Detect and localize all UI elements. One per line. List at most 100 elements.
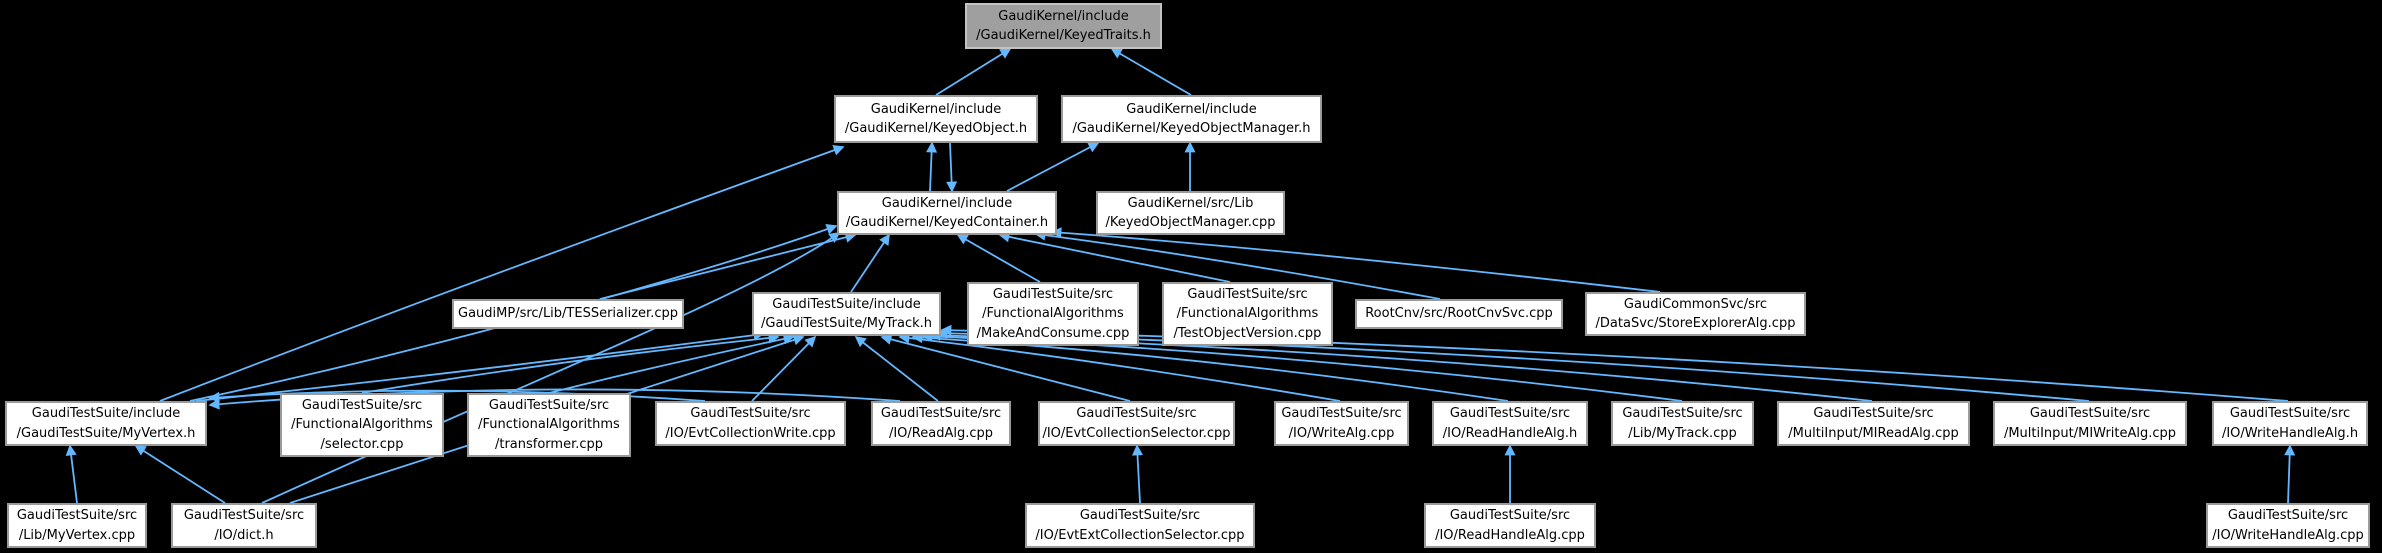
graph-node-myvertex-cpp[interactable]: GaudiTestSuite/src/Lib/MyVertex.cpp: [7, 503, 147, 548]
graph-node-label-line: GaudiMP/src/Lib/TESSerializer.cpp: [458, 306, 678, 322]
graph-node-label-line: /GaudiTestSuite/MyVertex.h: [16, 425, 196, 441]
graph-node-evtcollectionselector-cpp[interactable]: GaudiTestSuite/src/IO/EvtCollectionSelec…: [1038, 401, 1235, 446]
include-edge-testobjectversion_cpp-to-keyedcontainer_h: [998, 231, 1231, 283]
graph-node-label-line: GaudiTestSuite/src: [1281, 406, 1402, 422]
graph-node-label-line: /GaudiKernel/KeyedObjectManager.h: [1072, 121, 1311, 136]
graph-node-label-line: /IO/EvtCollectionSelector.cpp: [1042, 425, 1231, 441]
include-edge-keyedobjectmanager_h-to-keyedtraits_h: [1110, 48, 1192, 96]
graph-node-label-line: GaudiKernel/src/Lib: [1127, 195, 1254, 211]
graph-node-writehandlealg-cpp[interactable]: GaudiTestSuite/src/IO/WriteHandleAlg.cpp: [2206, 503, 2370, 548]
graph-node-label-line: GaudiTestSuite/include: [31, 406, 181, 422]
include-edge-myvertex_h-to-keyedobject_h: [159, 145, 845, 402]
graph-node-label-line: /selector.cpp: [320, 436, 404, 452]
graph-node-mireadalg-cpp[interactable]: GaudiTestSuite/src/MultiInput/MIReadAlg.…: [1777, 401, 1970, 446]
graph-node-label-line: /transformer.cpp: [494, 436, 604, 452]
graph-node-tesserializer-cpp[interactable]: GaudiMP/src/Lib/TESSerializer.cpp: [452, 299, 684, 329]
include-edge-keyedcontainer_h-to-keyedobjectmanager_h: [1006, 142, 1100, 192]
graph-node-transformer-cpp[interactable]: GaudiTestSuite/src/FunctionalAlgorithms /…: [467, 393, 631, 457]
include-edge-evtcollectionwrite_cpp-to-mytrack_h: [751, 335, 817, 402]
include-edge-mytrack_h-to-keyedcontainer_h: [850, 233, 890, 293]
graph-node-label-line: GaudiTestSuite/src: [2029, 406, 2151, 422]
graph-node-label-line: GaudiTestSuite/src: [16, 508, 138, 524]
graph-node-label-line: /TestObjectVersion.cpp: [1173, 325, 1322, 341]
graph-node-label-line: /MultiInput/MIWriteAlg.cpp: [2003, 425, 2177, 441]
include-edge-evtcollectionselector_cpp-to-mytrack_h: [880, 334, 1131, 402]
graph-node-label-line: /IO/ReadHandleAlg.cpp: [1435, 527, 1585, 543]
include-edge-readalg_cpp-to-mytrack_h: [854, 335, 939, 402]
graph-node-label-line: /MakeAndConsume.cpp: [976, 325, 1130, 341]
graph-node-rootcnvsvc-cpp[interactable]: RootCnv/src/RootCnvSvc.cpp: [1355, 299, 1563, 329]
graph-node-label-line: /IO/ReadHandleAlg.h: [1442, 425, 1578, 441]
include-edge-writehandlealg_h-to-mytrack_h: [940, 324, 2289, 402]
graph-node-label-line: /KeyedObjectManager.cpp: [1105, 215, 1276, 230]
graph-node-label-line: GaudiTestSuite/src: [1449, 508, 1571, 524]
graph-node-label-line: /MultiInput/MIReadAlg.cpp: [1788, 425, 1959, 441]
graph-node-label-line: /IO/WriteHandleAlg.cpp: [2212, 527, 2364, 543]
graph-node-label-line: GaudiTestSuite/src: [880, 406, 1002, 422]
include-edge-writehandlealg_cpp-to-writehandlealg_h: [2284, 444, 2296, 504]
graph-node-label-line: RootCnv/src/RootCnvSvc.cpp: [1365, 306, 1553, 322]
graph-node-testobjectversion-cpp[interactable]: GaudiTestSuite/src/FunctionalAlgorithms /…: [1162, 282, 1333, 346]
graph-node-label-line: /GaudiKernel/KeyedObject.h: [844, 121, 1028, 136]
graph-node-label-line: GaudiTestSuite/src: [2229, 406, 2351, 422]
graph-node-label-line: /IO/WriteAlg.cpp: [1288, 425, 1395, 441]
graph-node-keyedobject-h[interactable]: GaudiKernel/include/GaudiKernel/KeyedObj…: [834, 95, 1038, 143]
graph-node-makeandconsume-cpp[interactable]: GaudiTestSuite/src/FunctionalAlgorithms /…: [967, 282, 1139, 346]
graph-node-evtextcollectionselector-cpp[interactable]: GaudiTestSuite/src/IO/EvtExtCollectionSe…: [1025, 503, 1255, 548]
graph-node-label-line: GaudiTestSuite/include: [772, 296, 921, 312]
include-edge-tesserializer_cpp-to-keyedcontainer_h: [599, 231, 857, 300]
graph-node-label-line: /DataSvc/StoreExplorerAlg.cpp: [1595, 316, 1796, 331]
include-edge-selector_cpp-to-mytrack_h: [361, 332, 780, 394]
include-edge-dict_h-to-keyedcontainer_h: [261, 232, 841, 504]
graph-node-label-line: GaudiKernel/include: [870, 101, 1002, 117]
graph-node-label-line: GaudiKernel/include: [881, 195, 1013, 211]
graph-node-selector-cpp[interactable]: GaudiTestSuite/src/FunctionalAlgorithms/…: [280, 393, 444, 457]
graph-node-label-line: GaudiTestSuite/src: [488, 398, 610, 414]
graph-node-label-line: /FunctionalAlgorithms: [478, 417, 620, 433]
graph-node-readhandlealg-cpp[interactable]: GaudiTestSuite/src/IO/ReadHandleAlg.cpp: [1424, 503, 1596, 548]
graph-node-label-line: GaudiTestSuite/src: [1622, 406, 1743, 422]
graph-node-dict-h[interactable]: GaudiTestSuite/src/IO/dict.h: [171, 503, 317, 548]
graph-node-label-line: /IO/ReadAlg.cpp: [888, 425, 994, 441]
graph-node-label-line: /IO/EvtCollectionWrite.cpp: [665, 425, 836, 441]
graph-node-label-line: GaudiTestSuite/src: [183, 508, 305, 524]
graph-node-evtcollectionwrite-cpp[interactable]: GaudiTestSuite/src/IO/EvtCollectionWrite…: [655, 401, 846, 446]
graph-node-miwritealg-cpp[interactable]: GaudiTestSuite/src/MultiInput/MIWriteAlg…: [1993, 401, 2187, 446]
graph-node-label-line: /Lib/MyVertex.cpp: [18, 527, 136, 543]
graph-node-keyedobjectmanager-cpp[interactable]: GaudiKernel/src/Lib/KeyedObjectManager.c…: [1096, 191, 1285, 235]
graph-node-label-line: /FunctionalAlgorithms: [291, 417, 433, 433]
graph-node-label-line: /IO/EvtExtCollectionSelector.cpp: [1035, 527, 1245, 543]
graph-node-label-line: GaudiCommonSvc/src: [1623, 296, 1768, 312]
graph-node-myvertex-h[interactable]: GaudiTestSuite/include/GaudiTestSuite/My…: [5, 401, 207, 446]
graph-node-readhandlealg-h[interactable]: GaudiTestSuite/src/IO/ReadHandleAlg.h: [1432, 401, 1588, 446]
graph-node-mytrack-h[interactable]: GaudiTestSuite/include/GaudiTestSuite/My…: [752, 292, 941, 336]
graph-node-storeexploreralg-cpp[interactable]: GaudiCommonSvc/src/DataSvc/StoreExplorer…: [1585, 292, 1806, 336]
graph-node-label-line: /FunctionalAlgorithms: [982, 306, 1124, 322]
graph-node-keyedobjectmanager-h[interactable]: GaudiKernel/include/GaudiKernel/KeyedObj…: [1061, 95, 1322, 143]
graph-node-mytrack-cpp[interactable]: GaudiTestSuite/src/Lib/MyTrack.cpp: [1611, 401, 1754, 446]
graph-node-writealg-cpp[interactable]: GaudiTestSuite/src/IO/WriteAlg.cpp: [1274, 401, 1409, 446]
graph-node-label-line: GaudiTestSuite/src: [992, 287, 1114, 303]
graph-node-writehandlealg-h[interactable]: GaudiTestSuite/src/IO/WriteHandleAlg.h: [2212, 401, 2368, 446]
include-edge-keyedobject_h-to-keyedcontainer_h: [946, 142, 958, 193]
include-edge-dict_h-to-myvertex_h: [134, 445, 226, 504]
graph-node-readalg-cpp[interactable]: GaudiTestSuite/src/IO/ReadAlg.cpp: [871, 401, 1011, 446]
graph-node-keyedtraits-h[interactable]: GaudiKernel/include/GaudiKernel/KeyedTra…: [965, 3, 1162, 49]
graph-node-label-line: GaudiTestSuite/src: [1449, 406, 1571, 422]
include-edge-myvertex_cpp-to-myvertex_h: [65, 444, 78, 504]
graph-node-label-line: GaudiTestSuite/src: [1079, 508, 1201, 524]
graph-node-label-line: /GaudiKernel/KeyedContainer.h: [845, 215, 1049, 230]
graph-node-label-line: /GaudiTestSuite/MyTrack.h: [761, 316, 932, 331]
include-edge-myvertex_h-to-mytrack_h: [195, 329, 765, 402]
include-edge-keyedobject_h-to-keyedtraits_h: [935, 48, 1012, 96]
graph-node-label-line: /FunctionalAlgorithms: [1176, 306, 1319, 322]
graph-node-label-line: /GaudiKernel/KeyedTraits.h: [976, 28, 1151, 43]
graph-node-label-line: GaudiTestSuite/src: [2227, 508, 2349, 524]
graph-node-label-line: GaudiTestSuite/src: [1187, 287, 1308, 303]
include-edge-transformer_cpp-to-mytrack_h: [548, 333, 795, 394]
graph-node-keyedcontainer-h[interactable]: GaudiKernel/include/GaudiKernel/KeyedCon…: [837, 191, 1057, 235]
include-edge-rootcnvsvc_cpp-to-keyedcontainer_h: [1034, 229, 1441, 300]
include-edge-writealg_cpp-to-mytrack_h: [898, 332, 1341, 402]
